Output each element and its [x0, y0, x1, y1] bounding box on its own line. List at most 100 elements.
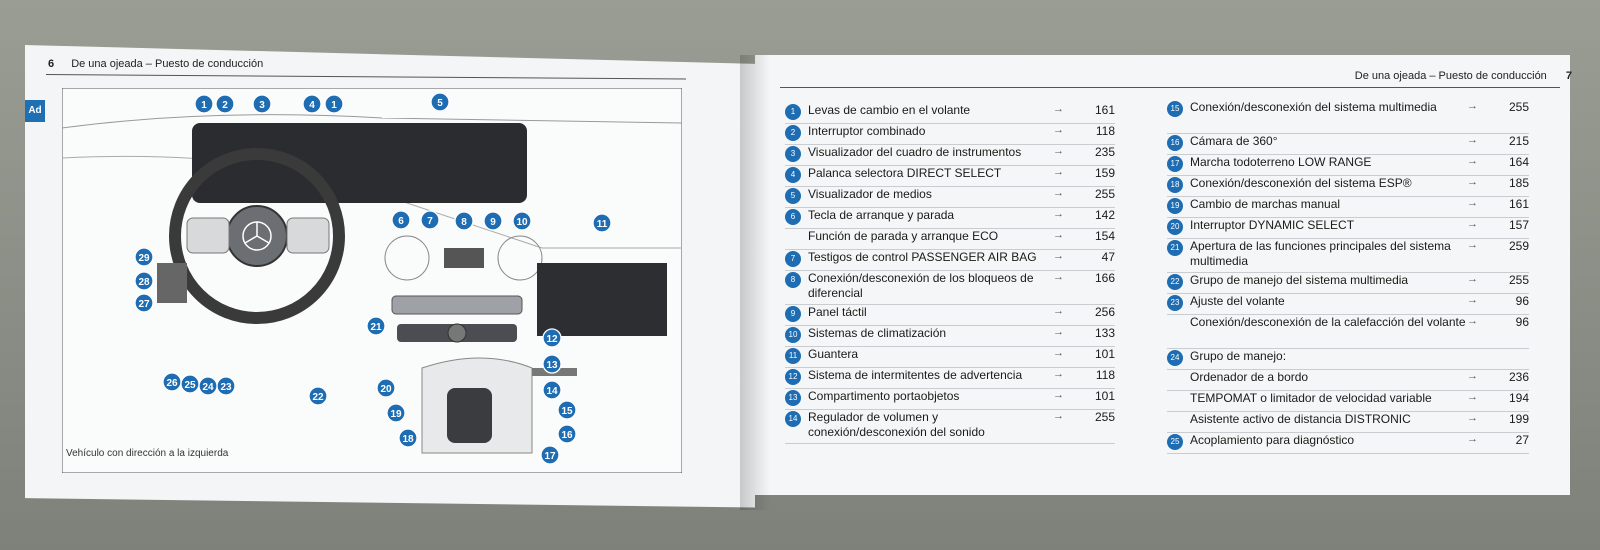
arrow-icon: →: [1467, 197, 1478, 209]
legend-page-ref: 199: [1508, 412, 1529, 426]
arrow-icon: →: [1467, 239, 1478, 251]
legend-row: TEMPOMAT o limitador de velocidad variab…: [1167, 391, 1529, 412]
legend-page-ref: 47: [1101, 250, 1115, 264]
arrow-icon: →: [1053, 229, 1064, 241]
right-header-title: De una ojeada – Puesto de conducción: [1354, 70, 1547, 82]
svg-text:1: 1: [201, 100, 207, 111]
legend-page-ref: 101: [1094, 389, 1115, 403]
legend-label: Función de parada y arranque ECO: [808, 229, 999, 243]
legend-indent: [785, 229, 808, 249]
svg-text:24: 24: [202, 382, 214, 393]
legend-number-badge: 17: [1167, 156, 1183, 172]
figure-caption: Vehículo con dirección a la izquierda: [66, 448, 229, 459]
legend-page-ref: 255: [1094, 187, 1115, 201]
legend-number-badge: 12: [785, 369, 801, 385]
svg-text:12: 12: [546, 334, 558, 345]
legend-label: Conexión/desconexión de la calefacción d…: [1190, 315, 1466, 329]
legend-label: Conexión/desconexión de los bloqueos de …: [808, 271, 1034, 300]
legend-number-badge: 21: [1167, 240, 1183, 256]
legend-page-ref: 159: [1094, 166, 1115, 180]
svg-text:6: 6: [398, 216, 404, 227]
right-page: [755, 55, 1570, 495]
legend-label: Panel táctil: [808, 305, 867, 319]
svg-text:9: 9: [490, 217, 496, 228]
legend-number-badge: 2: [785, 125, 801, 141]
legend-label: Visualizador del cuadro de instrumentos: [808, 145, 1022, 159]
svg-text:28: 28: [138, 277, 150, 288]
legend-number-badge: 20: [1167, 219, 1183, 235]
legend-number-badge: 7: [785, 251, 801, 267]
legend-number-badge: 13: [785, 390, 801, 406]
arrow-icon: →: [1467, 155, 1478, 167]
svg-text:15: 15: [561, 406, 573, 417]
legend-label: Tecla de arranque y parada: [808, 208, 955, 222]
legend-number-badge: 8: [785, 272, 801, 288]
svg-text:4: 4: [309, 100, 315, 111]
legend-page-ref: 161: [1094, 103, 1115, 117]
arrow-icon: →: [1467, 315, 1478, 327]
legend-row: Conexión/desconexión de la calefacción d…: [1167, 315, 1529, 349]
arrow-icon: →: [1053, 347, 1064, 359]
book-gutter: [740, 55, 770, 510]
legend-page-ref: 161: [1508, 197, 1529, 211]
left-page-number: 6: [48, 58, 55, 70]
arrow-icon: →: [1467, 294, 1478, 306]
right-header-rule: [780, 87, 1560, 88]
svg-text:26: 26: [166, 378, 178, 389]
legend-number-badge: 4: [785, 167, 801, 183]
svg-text:20: 20: [380, 384, 392, 395]
legend-label: Ajuste del volante: [1190, 294, 1285, 308]
legend-page-ref: 185: [1508, 176, 1529, 190]
legend-indent: [1167, 315, 1190, 348]
arrow-icon: →: [1467, 218, 1478, 230]
legend-label: Cambio de marchas manual: [1190, 197, 1341, 211]
legend-number-badge: 19: [1167, 198, 1183, 214]
legend-row: Asistente activo de distancia DISTRONIC→…: [1167, 412, 1529, 433]
legend-page-ref: 255: [1508, 273, 1529, 287]
arrow-icon: →: [1053, 208, 1064, 220]
svg-text:3: 3: [259, 100, 265, 111]
legend-indent: [1167, 412, 1190, 432]
svg-text:27: 27: [138, 299, 150, 310]
svg-text:11: 11: [597, 219, 608, 230]
cockpit-illustration: 1 2 3 4 1 5 6 7 8 9 10 11 12 13 14 15 16…: [62, 88, 682, 473]
arrow-icon: →: [1053, 410, 1064, 422]
arrow-icon: →: [1053, 368, 1064, 380]
svg-text:22: 22: [312, 392, 324, 403]
arrow-icon: →: [1467, 412, 1478, 424]
arrow-icon: →: [1053, 124, 1064, 136]
arrow-icon: →: [1467, 176, 1478, 188]
legend-row: Función de parada y arranque ECO→154: [785, 229, 1115, 250]
legend-page-ref: 255: [1094, 410, 1115, 424]
legend-label: Visualizador de medios: [808, 187, 932, 201]
legend-page-ref: 118: [1095, 368, 1115, 382]
legend-page-ref: 101: [1094, 347, 1115, 361]
legend-label: TEMPOMAT o limitador de velocidad variab…: [1190, 391, 1432, 405]
svg-text:2: 2: [222, 100, 228, 111]
arrow-icon: →: [1467, 100, 1478, 112]
legend-number-badge: 6: [785, 209, 801, 225]
legend-number-badge: 1: [785, 104, 801, 120]
legend-number-badge: 14: [785, 411, 801, 427]
legend-label: Conexión/desconexión del sistema multime…: [1190, 100, 1437, 114]
arrow-icon: →: [1053, 103, 1064, 115]
arrow-icon: [1467, 349, 1489, 369]
legend-label: Acoplamiento para diagnóstico: [1190, 433, 1355, 447]
svg-text:19: 19: [390, 409, 402, 420]
legend-page-ref: 166: [1094, 271, 1115, 285]
right-page-number: 7: [1565, 70, 1572, 82]
